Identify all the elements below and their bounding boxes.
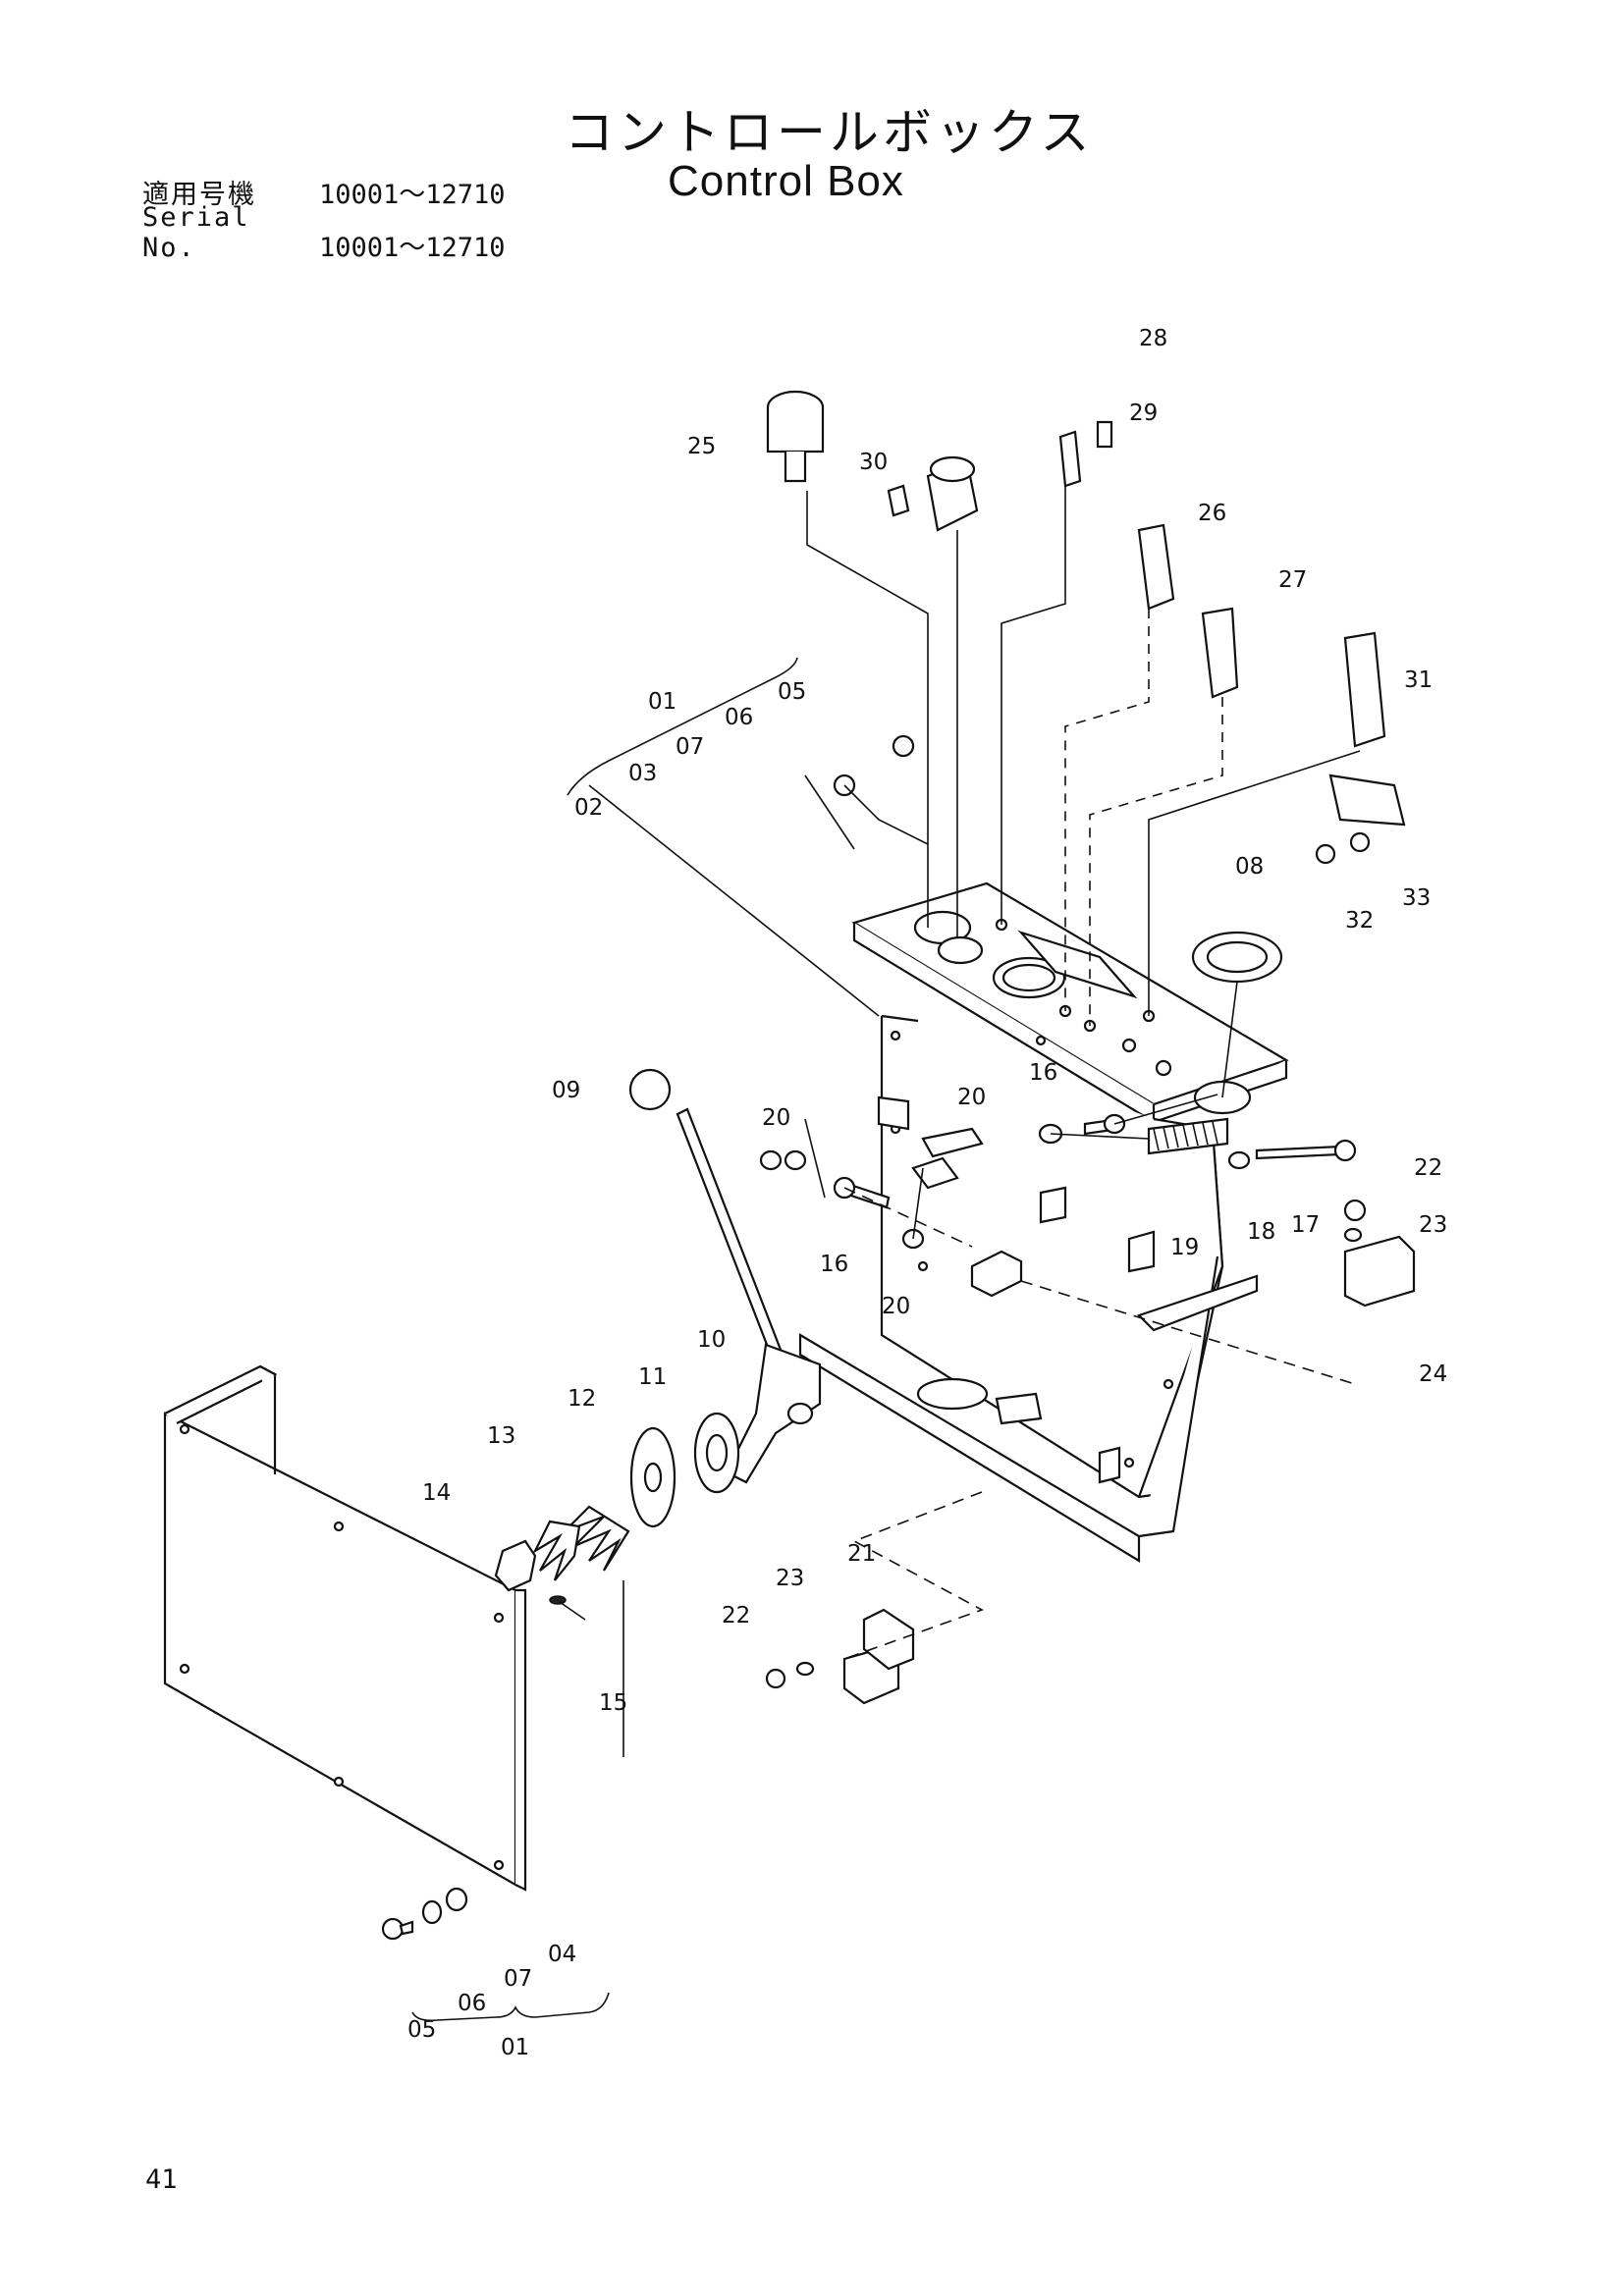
rear-plate (798, 1014, 1259, 1563)
callout-20-top-left: 20 (762, 1105, 790, 1131)
serial-row-english: Serial No. 10001〜12710 (142, 202, 506, 264)
callout-01-bottom: 01 (501, 2035, 529, 2060)
callout-15: 15 (599, 1690, 627, 1716)
callout-20-top-right: 20 (957, 1085, 986, 1110)
callout-labels: 28 29 25 30 26 27 31 01 05 06 07 03 02 0… (407, 326, 1447, 2060)
callout-09: 09 (552, 1078, 580, 1103)
callout-22-right: 22 (1414, 1155, 1442, 1181)
page-number: 41 (145, 2164, 178, 2195)
callout-05-top: 05 (778, 679, 806, 705)
callout-22-bottom: 22 (722, 1603, 750, 1629)
callout-07-bottom: 07 (504, 1966, 532, 1992)
callout-29: 29 (1129, 400, 1158, 426)
callout-16-bottom: 16 (820, 1252, 848, 1277)
assembly-braces (411, 657, 798, 2022)
callout-08: 08 (1235, 854, 1264, 880)
callout-33: 33 (1402, 885, 1431, 911)
callout-11: 11 (638, 1364, 667, 1390)
callout-28: 28 (1139, 326, 1167, 351)
callout-32: 32 (1345, 908, 1374, 934)
callout-03: 03 (628, 761, 657, 786)
callout-16-top: 16 (1029, 1060, 1057, 1086)
callout-23-right: 23 (1419, 1212, 1447, 1238)
callout-23-bottom: 23 (776, 1566, 804, 1591)
callout-17: 17 (1291, 1212, 1320, 1238)
page-title-japanese: コントロールボックス (565, 104, 1094, 161)
callout-12: 12 (568, 1386, 596, 1412)
top-panel (851, 881, 1289, 1124)
callout-13: 13 (487, 1423, 515, 1449)
callout-01-top: 01 (648, 689, 676, 715)
serial-row-japanese: 適用号機 10001〜12710 (142, 173, 506, 211)
leader-lines (588, 486, 1361, 1757)
lower-bracket (765, 1608, 915, 1705)
spring-and-bolts (759, 1113, 1416, 1308)
callout-24: 24 (1419, 1362, 1447, 1387)
callout-27: 27 (1278, 567, 1307, 593)
callout-25: 25 (687, 434, 716, 459)
serial-label-english: Serial No. (142, 202, 250, 263)
serial-label-japanese: 適用号機 (142, 180, 256, 210)
serial-range-english: 10001〜12710 (319, 233, 506, 263)
throttle-lever (494, 1068, 822, 1621)
callout-19: 19 (1170, 1235, 1199, 1260)
callout-26: 26 (1198, 501, 1226, 526)
callout-31: 31 (1404, 667, 1433, 693)
callout-05-bottom: 05 (407, 2017, 436, 2043)
callout-30: 30 (859, 450, 888, 475)
side-cover-plate (163, 1364, 527, 1892)
upper-components (766, 390, 1406, 984)
serial-range-japanese: 10001〜12710 (319, 180, 506, 210)
callout-06-bottom: 06 (458, 1991, 486, 2016)
callout-18: 18 (1247, 1219, 1275, 1245)
callout-02: 02 (574, 795, 603, 821)
callout-06-top: 06 (725, 705, 753, 730)
callout-07-top: 07 (676, 734, 704, 760)
callout-04: 04 (548, 1942, 576, 1967)
callout-21: 21 (847, 1541, 876, 1567)
callout-14: 14 (422, 1480, 451, 1506)
callout-20-bottom: 20 (882, 1294, 910, 1319)
page-title-english: Control Box (668, 157, 904, 205)
callout-10: 10 (697, 1327, 726, 1353)
bottom-fasteners (381, 1887, 468, 1941)
